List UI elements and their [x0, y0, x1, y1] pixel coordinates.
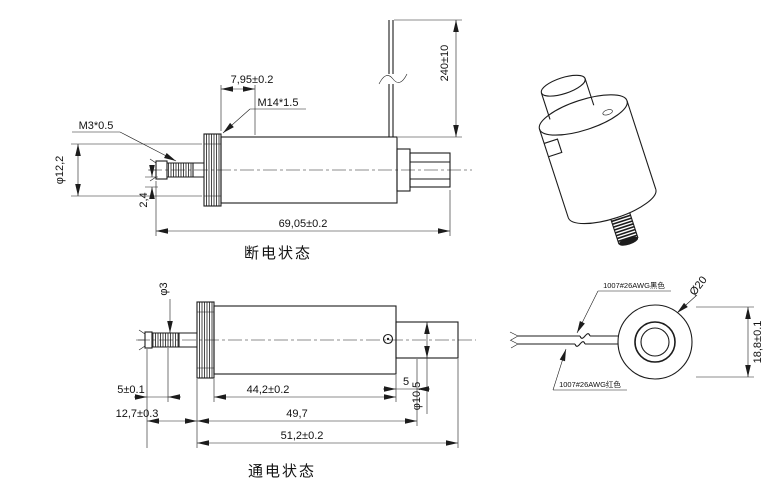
center-circle — [640, 327, 670, 357]
dim-thread-length: 7,95±0.2 — [231, 74, 274, 86]
collar-thread-hatch — [199, 302, 213, 378]
body-detail-circle — [382, 333, 394, 345]
dim-plug-dia: φ10,5 — [411, 382, 423, 411]
nut-flat-lines — [410, 161, 450, 180]
wire-right-segments — [585, 335, 618, 345]
body-sides — [538, 100, 657, 218]
body-top-face — [538, 94, 628, 136]
shaft-bristles — [138, 329, 146, 351]
dim-height: 18,8±0.1 — [752, 321, 764, 364]
collar-thread-hatch — [206, 134, 220, 206]
ext-lines — [155, 181, 451, 236]
label-shaft-thread: M3*0.5 — [79, 120, 114, 132]
leader-m3 — [72, 131, 176, 161]
leader-m14 — [223, 108, 306, 133]
body-detail-dot — [386, 337, 390, 341]
dim-lead-length: 240±10 — [439, 45, 451, 82]
lead-wire — [388, 20, 394, 137]
view-isometric — [538, 74, 657, 246]
ext-lines — [220, 85, 256, 135]
view-rear: 1007#26AWG黑色 1007#26AWG红色 Ø20 18,8±0.1 — [509, 274, 764, 391]
shaft-thread-hatch — [152, 333, 179, 347]
top-face-hole — [602, 109, 613, 116]
ext-lines — [696, 306, 754, 378]
thread-root-lines — [197, 311, 214, 369]
dim-shaft-tip: 5±0.1 — [117, 384, 144, 396]
dim-thread-root-dia: φ12,2 — [54, 156, 66, 185]
dim-overall-length: 51,2±0.2 — [281, 430, 324, 442]
caption-power-on: 通电状态 — [248, 463, 316, 480]
ext-lines — [146, 348, 459, 448]
dim-body-length: 44,2±0.2 — [247, 384, 290, 396]
inner-bore-circle — [634, 321, 676, 363]
view-power-on: φ3 5±0.1 12,7±0.3 44,2±0.2 49,7 51,2±0.2… — [116, 282, 476, 480]
dim-shaft-dia: φ3 — [158, 282, 170, 295]
wire-break-mark — [378, 73, 408, 85]
rear-nut — [409, 152, 451, 188]
wire-left-segments — [518, 335, 580, 345]
leader-outer-dia — [676, 294, 698, 314]
dim-step: 5 — [403, 376, 409, 388]
stud-tip — [618, 236, 639, 246]
ext-lines — [71, 143, 202, 197]
label-mounting-thread: M14*1.5 — [258, 97, 299, 109]
side-bracket-notch — [543, 138, 563, 158]
dim-overall-length: 69,05±0.2 — [279, 218, 328, 230]
plunger-cap-top — [540, 74, 586, 97]
ext-lines — [394, 19, 462, 138]
caption-power-off: 断电状态 — [244, 245, 312, 262]
view-power-off: 7,95±0.2 M14*1.5 M3*0.5 φ12,2 2,4 240±10… — [54, 19, 472, 262]
stud-thread-hatch — [611, 214, 638, 243]
outer-circle — [617, 304, 693, 380]
dim-shaft-offset: 2,4 — [138, 192, 150, 207]
label-wire-red: 1007#26AWG红色 — [559, 379, 621, 389]
leader-wire-black — [577, 290, 671, 333]
dim-shaft-extension: 12,7±0.3 — [116, 408, 159, 420]
shaft-outline — [152, 332, 197, 348]
wire-end-forks — [509, 331, 519, 349]
dim-length-to-step: 49,7 — [286, 408, 307, 420]
dim-outer-dia: Ø20 — [688, 274, 710, 298]
label-wire-black: 1007#26AWG黑色 — [603, 280, 665, 290]
leader-wire-red — [553, 349, 627, 391]
shaft-bristles — [149, 158, 157, 182]
body-bottom — [567, 189, 657, 225]
